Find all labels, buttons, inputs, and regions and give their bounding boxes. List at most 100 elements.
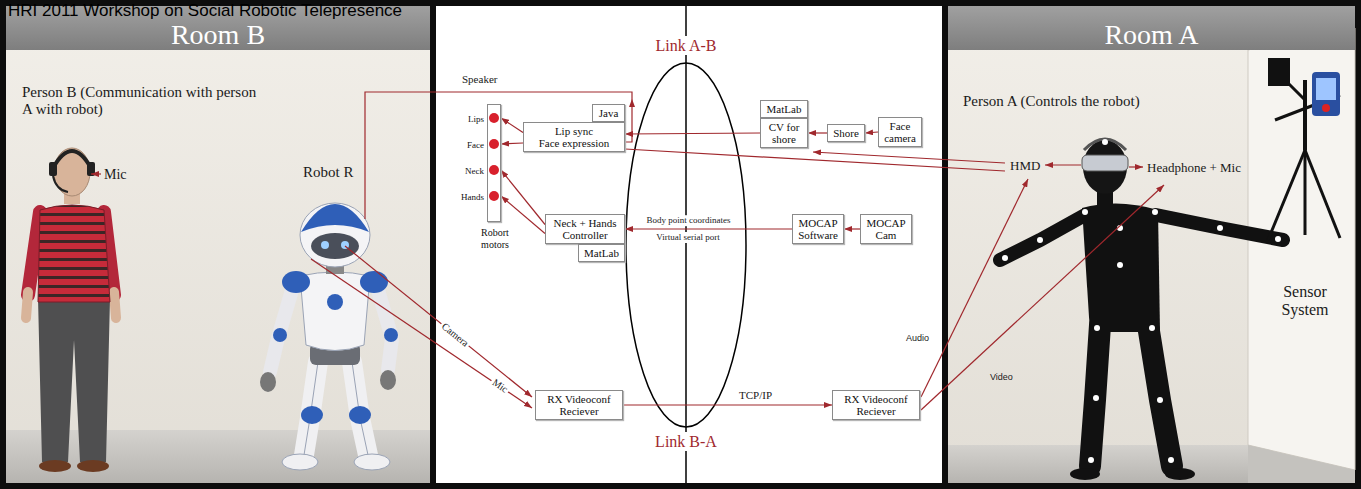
signal-wire [345, 246, 532, 397]
signal-wire [625, 99, 632, 142]
label-anchor: Headphone + Mic [1147, 160, 1241, 176]
person-b-figure [114, 292, 116, 318]
robot-figure [270, 290, 292, 372]
person-a-figure [1117, 262, 1123, 268]
device-label: Sensor System [1270, 283, 1340, 319]
robot-figure [311, 233, 359, 259]
motor-dot [489, 165, 499, 175]
person-b-figure [53, 151, 91, 168]
person-a-figure [1157, 397, 1163, 403]
label-anchor: Sensor System [1270, 283, 1340, 319]
label-anchor: Video [990, 372, 1013, 383]
robot-figure [327, 294, 343, 310]
label-anchor: Mic [488, 375, 511, 396]
signal-wire [921, 185, 1164, 410]
room-title: Room A [1104, 21, 1198, 49]
process-box: CV for shore [760, 118, 808, 148]
workshop-header: HRI 2011 Workshop on Social Robotic Tele… [8, 2, 402, 20]
label-anchor: Link A-B [654, 36, 719, 55]
person-a-figure [1070, 468, 1100, 480]
person-b-figure [39, 460, 71, 472]
process-box: Lip syncFace expression [523, 122, 625, 152]
room-b-panel [6, 6, 430, 483]
box-text: MOCAP Software [796, 217, 840, 241]
person-caption: Person B (Communication with person A wi… [22, 84, 257, 118]
device-box: Face camera [878, 117, 922, 147]
person-a-figure [1082, 209, 1088, 215]
person-b-figure [77, 460, 109, 472]
signal-wire [921, 179, 1028, 397]
label-anchor: Audio [906, 333, 929, 344]
box-text: Face expression [527, 137, 621, 149]
box-text: MOCAP Cam [864, 217, 908, 241]
box-text: Lip sync [527, 125, 621, 137]
room-a-panel [948, 6, 1355, 483]
link-title: Link A-B [654, 36, 719, 55]
motor-label: Neck [442, 165, 484, 177]
signal-wire [1045, 164, 1081, 165]
signal-arrow [625, 133, 760, 134]
robot-figure [360, 271, 388, 293]
motor-label: Hands [442, 191, 484, 203]
robot-figure [321, 241, 329, 249]
person-a-figure [1156, 215, 1283, 240]
software-box: Java [592, 104, 625, 122]
sensor-tripod [1268, 58, 1290, 86]
robot-figure [273, 328, 287, 342]
robot-figure [282, 454, 318, 470]
box-text: MatLab [582, 247, 621, 259]
person-b-figure [38, 298, 110, 462]
wire-label: Video [990, 372, 1013, 383]
motor-label: Lips [442, 113, 484, 125]
signal-arrow [844, 228, 860, 229]
sensor-tripod [1312, 72, 1340, 116]
box-text: Shore [831, 127, 861, 139]
person-b-figure [54, 148, 90, 196]
signal-arrow [501, 143, 523, 144]
label-anchor: Robort motors [472, 227, 518, 251]
label-anchor: Mic [104, 166, 127, 183]
person-b-figure [38, 205, 110, 302]
box-text: MatLab [764, 103, 804, 115]
wire-label: Mic [488, 375, 511, 396]
label-anchor: Camera [438, 319, 473, 350]
wire-label: Camera [438, 319, 473, 350]
person-a-figure [1149, 325, 1155, 331]
component-name: Robort motors [472, 227, 518, 251]
device-box: MOCAP Cam [860, 214, 912, 244]
device-label: Mic [104, 166, 127, 183]
person-a-figure [1165, 468, 1195, 480]
label-anchor: Virtual serial port [654, 232, 721, 243]
signal-wire [1129, 166, 1143, 167]
room-a-panel [948, 6, 1355, 483]
label-anchor: Person B (Communication with person A wi… [22, 84, 257, 118]
sensor-tripod [1303, 80, 1307, 150]
person-a-figure [1090, 325, 1100, 466]
box-text: RX Videoconf Reciever [836, 393, 916, 417]
motor-label: Face [442, 139, 484, 151]
person-a-figure [1217, 225, 1223, 231]
link-panel [436, 6, 942, 483]
label-anchor: Link B-A [653, 432, 719, 451]
box-text: CV for shore [764, 121, 804, 145]
person-a-figure [1093, 395, 1099, 401]
person-a-figure [1037, 237, 1043, 243]
signal-arrow [625, 228, 792, 229]
box-text: Face camera [882, 120, 918, 144]
person-a-figure [1148, 325, 1172, 466]
room-b-panel [6, 6, 430, 483]
device-label: Speaker [462, 73, 497, 86]
signal-arrow [808, 132, 827, 133]
box-text: RX Videoconf Reciever [539, 393, 619, 417]
robot-figure [349, 406, 371, 424]
signal-wire [311, 259, 532, 408]
sensor-tripod [1322, 104, 1330, 112]
label-anchor: Neck [442, 165, 484, 177]
box-text: Neck + Hands Controller [549, 217, 621, 241]
device-label: Headphone + Mic [1147, 160, 1241, 176]
sensor-tripod [1305, 150, 1340, 238]
box-text: Java [596, 107, 621, 119]
